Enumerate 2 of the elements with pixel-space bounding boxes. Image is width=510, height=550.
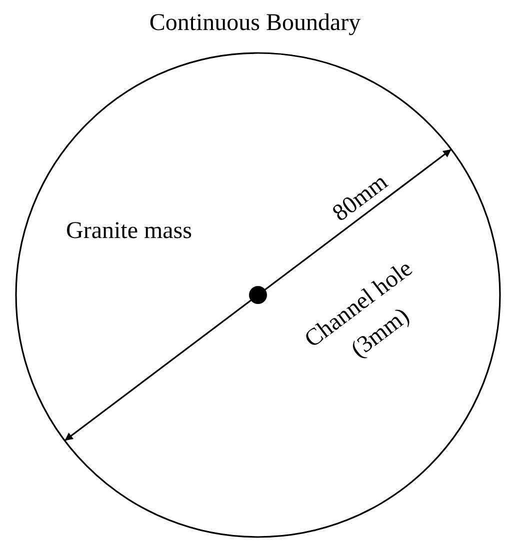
boundary-label: Continuous Boundary (149, 10, 361, 36)
region-label: Granite mass (66, 218, 192, 244)
